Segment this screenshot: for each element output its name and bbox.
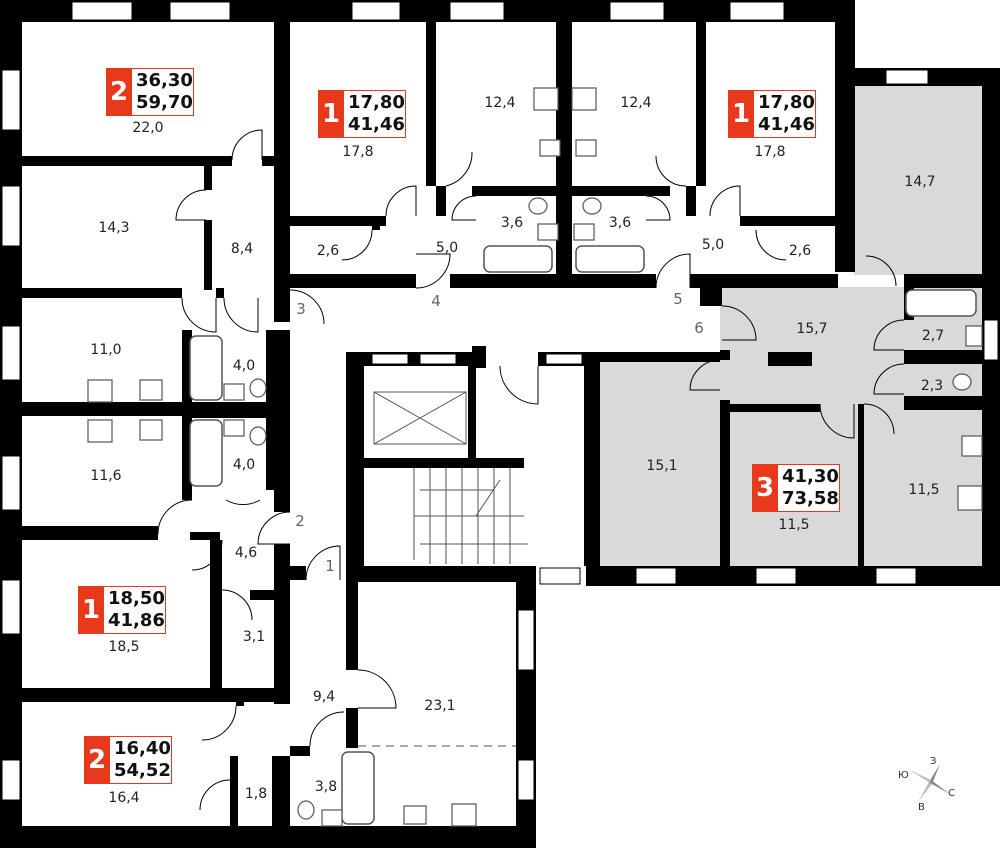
room-area-label: 5,0 (701, 237, 725, 253)
room-area-label: 14,3 (98, 220, 130, 236)
corridor-number: 3 (296, 300, 306, 318)
apartment-room-count: 3 (752, 464, 778, 512)
room-area-label: 23,1 (424, 698, 456, 714)
room-area-label: 12,4 (484, 95, 516, 111)
room-area-label: 8,4 (230, 241, 254, 257)
room-area-label: 17,8 (342, 144, 374, 160)
room-area-label: 2,3 (920, 378, 944, 394)
room-area-label: 11,5 (778, 517, 810, 533)
apartment-room-count: 1 (78, 586, 104, 634)
room-area-label: 3,1 (242, 629, 266, 645)
bathtubs (189, 245, 977, 825)
apartment-room-count: 2 (106, 68, 132, 116)
room-area-label: 11,0 (90, 342, 122, 358)
room-area-label: 17,8 (754, 144, 786, 160)
room-area-label: 11,6 (90, 468, 122, 484)
room-area-label: 1,8 (244, 786, 268, 802)
apartment-living-area: 17,80 (758, 92, 815, 113)
apartment-living-area: 36,30 (136, 70, 193, 91)
apartment-room-count: 2 (84, 736, 110, 784)
room-area-label: 2,6 (316, 243, 340, 259)
stoves (87, 87, 983, 827)
corridor-number: 6 (694, 319, 704, 337)
room-area-label: 2,6 (788, 243, 812, 259)
room-area-label: 2,7 (921, 328, 945, 344)
apartment-total-area: 54,52 (114, 760, 171, 781)
room-area-label: 14,7 (904, 174, 936, 190)
compass: З Ю С В (896, 756, 956, 813)
room-area-label: 3,6 (608, 215, 632, 231)
apartment-total-area: 41,86 (108, 610, 165, 631)
apartment-living-area: 16,40 (114, 738, 171, 759)
apartment-room-count: 1 (318, 90, 344, 138)
apartment-living-area: 18,50 (108, 588, 165, 609)
room-area-label: 12,4 (620, 95, 652, 111)
sanitary-fixtures (139, 139, 983, 827)
compass-north-label: С (948, 788, 955, 799)
door-swings (157, 129, 905, 811)
compass-west-label: З (930, 756, 937, 767)
apartment-total-area: 41,46 (758, 114, 815, 135)
room-area-label: 4,0 (232, 457, 256, 473)
room-area-label: 22,0 (132, 120, 164, 136)
apartment-total-area: 73,58 (782, 488, 839, 509)
corridor-number: 2 (295, 512, 305, 530)
apartment-total-area: 59,70 (136, 92, 193, 113)
corridor-number: 4 (431, 292, 441, 310)
compass-south-label: Ю (898, 770, 909, 781)
room-area-label: 18,5 (108, 639, 140, 655)
corridor-number: 1 (325, 557, 335, 575)
room-area-label: 9,4 (312, 689, 336, 705)
room-area-label: 4,6 (234, 545, 258, 561)
room-area-label: 15,1 (646, 458, 678, 474)
room-area-label: 3,6 (500, 215, 524, 231)
corridor-number: 5 (673, 290, 683, 308)
room-area-label: 11,5 (908, 482, 940, 498)
room-area-label: 16,4 (108, 790, 140, 806)
room-area-label: 3,8 (314, 779, 338, 795)
apartment-living-area: 17,80 (348, 92, 405, 113)
room-area-label: 15,7 (796, 321, 828, 337)
room-area-label: 5,0 (435, 240, 459, 256)
room-area-label: 4,0 (232, 358, 256, 374)
compass-rose-icon (910, 764, 950, 802)
compass-east-label: В (918, 802, 925, 813)
apartment-living-area: 41,30 (782, 466, 839, 487)
apartment-total-area: 41,46 (348, 114, 405, 135)
apartment-room-count: 1 (728, 90, 754, 138)
windows (1, 1, 999, 801)
stair-lift-core (373, 391, 528, 564)
